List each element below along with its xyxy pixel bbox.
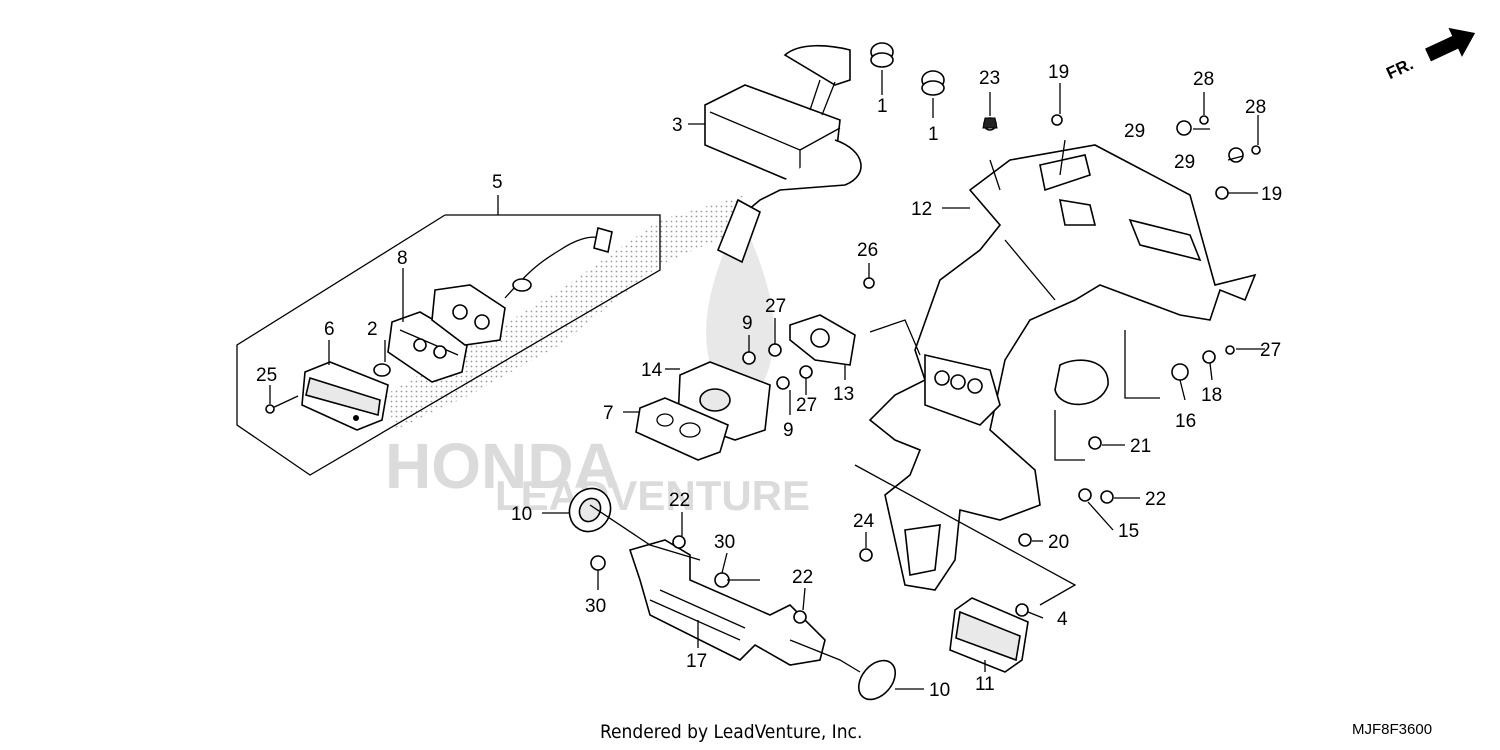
front-direction-arrow: FR. <box>1383 27 1476 83</box>
callout-23: 23 <box>979 68 1000 89</box>
callout-20: 20 <box>1048 532 1069 553</box>
callout-19: 19 <box>1048 62 1069 83</box>
license-bracket-17-part <box>628 539 826 666</box>
callout-28: 28 <box>1245 97 1266 118</box>
tail-light-socket-part <box>431 226 613 346</box>
callout-24: 24 <box>853 511 875 532</box>
arrow-icon <box>1425 27 1476 62</box>
callout-30: 30 <box>714 532 735 553</box>
callout-1: 1 <box>877 96 888 117</box>
footer-credit: Rendered by LeadVenture, Inc. <box>600 721 862 743</box>
callout-11: 11 <box>975 674 995 695</box>
reflector-10-part <box>568 487 897 701</box>
callout-10: 10 <box>929 680 950 701</box>
front-arrow-label: FR. <box>1383 54 1416 83</box>
callout-30: 30 <box>585 596 606 617</box>
callout-27: 27 <box>1260 340 1281 361</box>
watermark-company: LEADVENTURE <box>495 472 810 519</box>
watermark-brand: HONDA <box>385 430 620 502</box>
callout-18: 18 <box>1201 385 1222 406</box>
tail-lens-part <box>301 361 389 431</box>
bracket-13-part <box>789 314 856 366</box>
callout-8: 8 <box>397 248 408 269</box>
callout-27: 27 <box>796 395 817 416</box>
callout-29: 29 <box>1124 121 1145 142</box>
grommet-1-part <box>870 42 945 96</box>
screw-25-part <box>265 395 299 414</box>
callout-22: 22 <box>669 490 690 511</box>
watermark: HONDA LEADVENTURE <box>385 215 810 519</box>
callout-13: 13 <box>833 384 854 405</box>
callout-27: 27 <box>765 296 786 317</box>
rear-fender-part <box>868 139 1257 591</box>
callout-5: 5 <box>492 172 503 193</box>
diagram-code: MJF8F3600 <box>1352 721 1432 738</box>
callout-29: 29 <box>1174 152 1195 173</box>
callout-4: 4 <box>1057 609 1068 630</box>
bulb-part <box>373 340 391 377</box>
callout-12: 12 <box>911 199 932 220</box>
callout-22: 22 <box>1145 489 1166 510</box>
gasket-7-part <box>635 397 729 461</box>
callout-6: 6 <box>324 319 335 340</box>
callout-9: 9 <box>783 420 794 441</box>
tail-light-group <box>236 195 661 476</box>
callout-labels: 1 1 2 3 4 5 6 7 8 9 9 10 10 11 12 13 14 … <box>256 62 1282 701</box>
callout-9: 9 <box>742 313 753 334</box>
callout-26: 26 <box>857 240 878 261</box>
callout-25: 25 <box>256 365 277 386</box>
callout-14: 14 <box>641 360 663 381</box>
callout-28: 28 <box>1193 69 1214 90</box>
callout-3: 3 <box>672 115 683 136</box>
harness-3-part <box>704 44 862 264</box>
callout-7: 7 <box>603 403 614 424</box>
callout-21: 21 <box>1130 436 1151 457</box>
callout-1: 1 <box>928 124 939 145</box>
callout-15: 15 <box>1118 521 1139 542</box>
callout-19: 19 <box>1261 184 1282 205</box>
callout-22: 22 <box>792 567 813 588</box>
callout-10: 10 <box>511 504 532 525</box>
callout-2: 2 <box>367 319 378 340</box>
dotted-projection <box>385 195 745 430</box>
callout-16: 16 <box>1175 411 1196 432</box>
reflector-11-part <box>949 597 1029 673</box>
callout-17: 17 <box>686 651 707 672</box>
leader-lines <box>269 70 1265 690</box>
